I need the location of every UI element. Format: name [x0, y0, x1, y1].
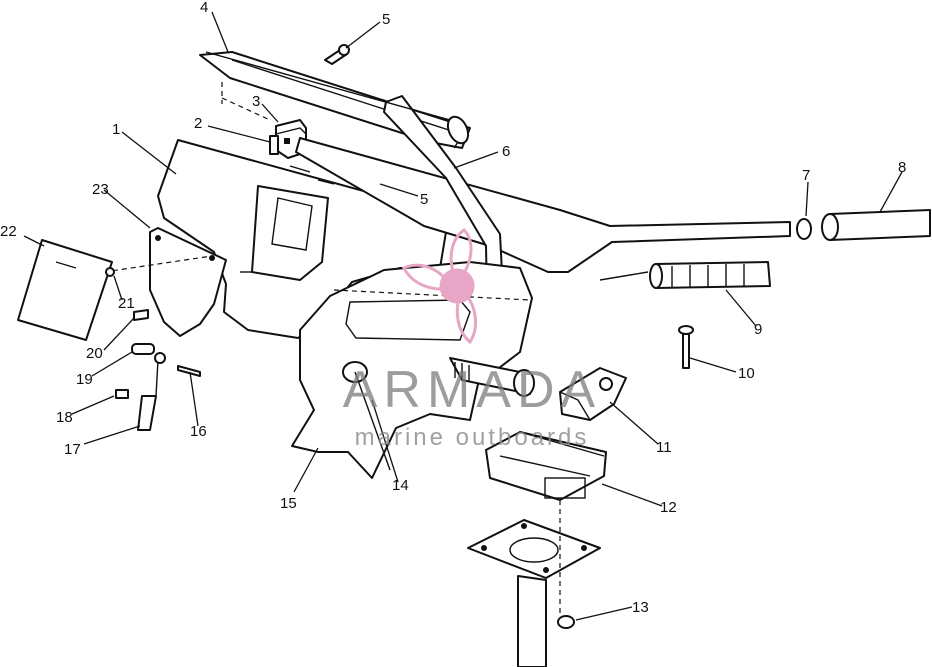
callout-17: 17 — [64, 441, 81, 458]
part-23-bracket — [103, 227, 227, 337]
part-13-nut — [557, 500, 575, 629]
part-8-grip — [821, 209, 931, 241]
part-16-screw — [177, 365, 201, 377]
part-11-upper-clamp — [559, 367, 627, 421]
callout-5a: 5 — [382, 11, 390, 28]
callout-15: 15 — [280, 495, 297, 512]
callout-3: 3 — [252, 93, 260, 110]
logo-blade-left — [401, 263, 455, 291]
callout-4: 4 — [200, 0, 208, 16]
callout-23: 23 — [92, 181, 109, 198]
callout-1: 1 — [112, 121, 120, 138]
part-5-bolt-upper — [324, 44, 350, 65]
logo-blade-right — [455, 287, 478, 345]
callout-22: 22 — [0, 223, 17, 240]
watermark-brand: ARMADA — [342, 361, 602, 419]
callout-2: 2 — [194, 115, 202, 132]
part-7-end-cap — [796, 218, 812, 240]
part-steering-shaft — [449, 357, 535, 397]
callout-9: 9 — [754, 321, 762, 338]
part-9-throttle-grip — [599, 261, 771, 289]
callout-21: 21 — [118, 295, 135, 312]
callout-5b: 5 — [420, 191, 428, 208]
callout-13: 13 — [632, 599, 649, 616]
part-18-nut — [115, 389, 129, 399]
part-12-lower-clamp — [485, 431, 607, 501]
watermark-tagline: marine outboards — [354, 424, 590, 451]
part-21-screw — [105, 267, 115, 277]
callout-14: 14 — [392, 477, 409, 494]
callout-18: 18 — [56, 409, 73, 426]
logo-blade-top — [449, 228, 473, 285]
callout-7: 7 — [802, 167, 810, 184]
part-10-bolt — [678, 325, 694, 369]
callout-16: 16 — [190, 423, 207, 440]
part-1-housing — [157, 139, 447, 339]
logo-hub — [439, 268, 475, 304]
part-19-plug — [131, 343, 155, 355]
part-mounting-plate — [467, 519, 601, 667]
callout-19: 19 — [76, 371, 93, 388]
armada-logo-icon — [401, 228, 478, 345]
part-17-cable — [137, 352, 166, 431]
callout-8: 8 — [898, 159, 906, 176]
callout-labels: 1 2 3 4 5 5 6 7 8 9 10 11 12 13 14 15 16… — [0, 0, 906, 616]
part-14-bushing — [342, 361, 391, 471]
part-22-cover — [17, 239, 113, 341]
callout-11: 11 — [656, 439, 672, 456]
leader-lines — [23, 11, 903, 621]
callout-12: 12 — [660, 499, 677, 516]
callout-10: 10 — [738, 365, 755, 382]
part-20-screw — [133, 309, 149, 321]
callout-6: 6 — [502, 143, 510, 160]
callout-20: 20 — [86, 345, 103, 362]
